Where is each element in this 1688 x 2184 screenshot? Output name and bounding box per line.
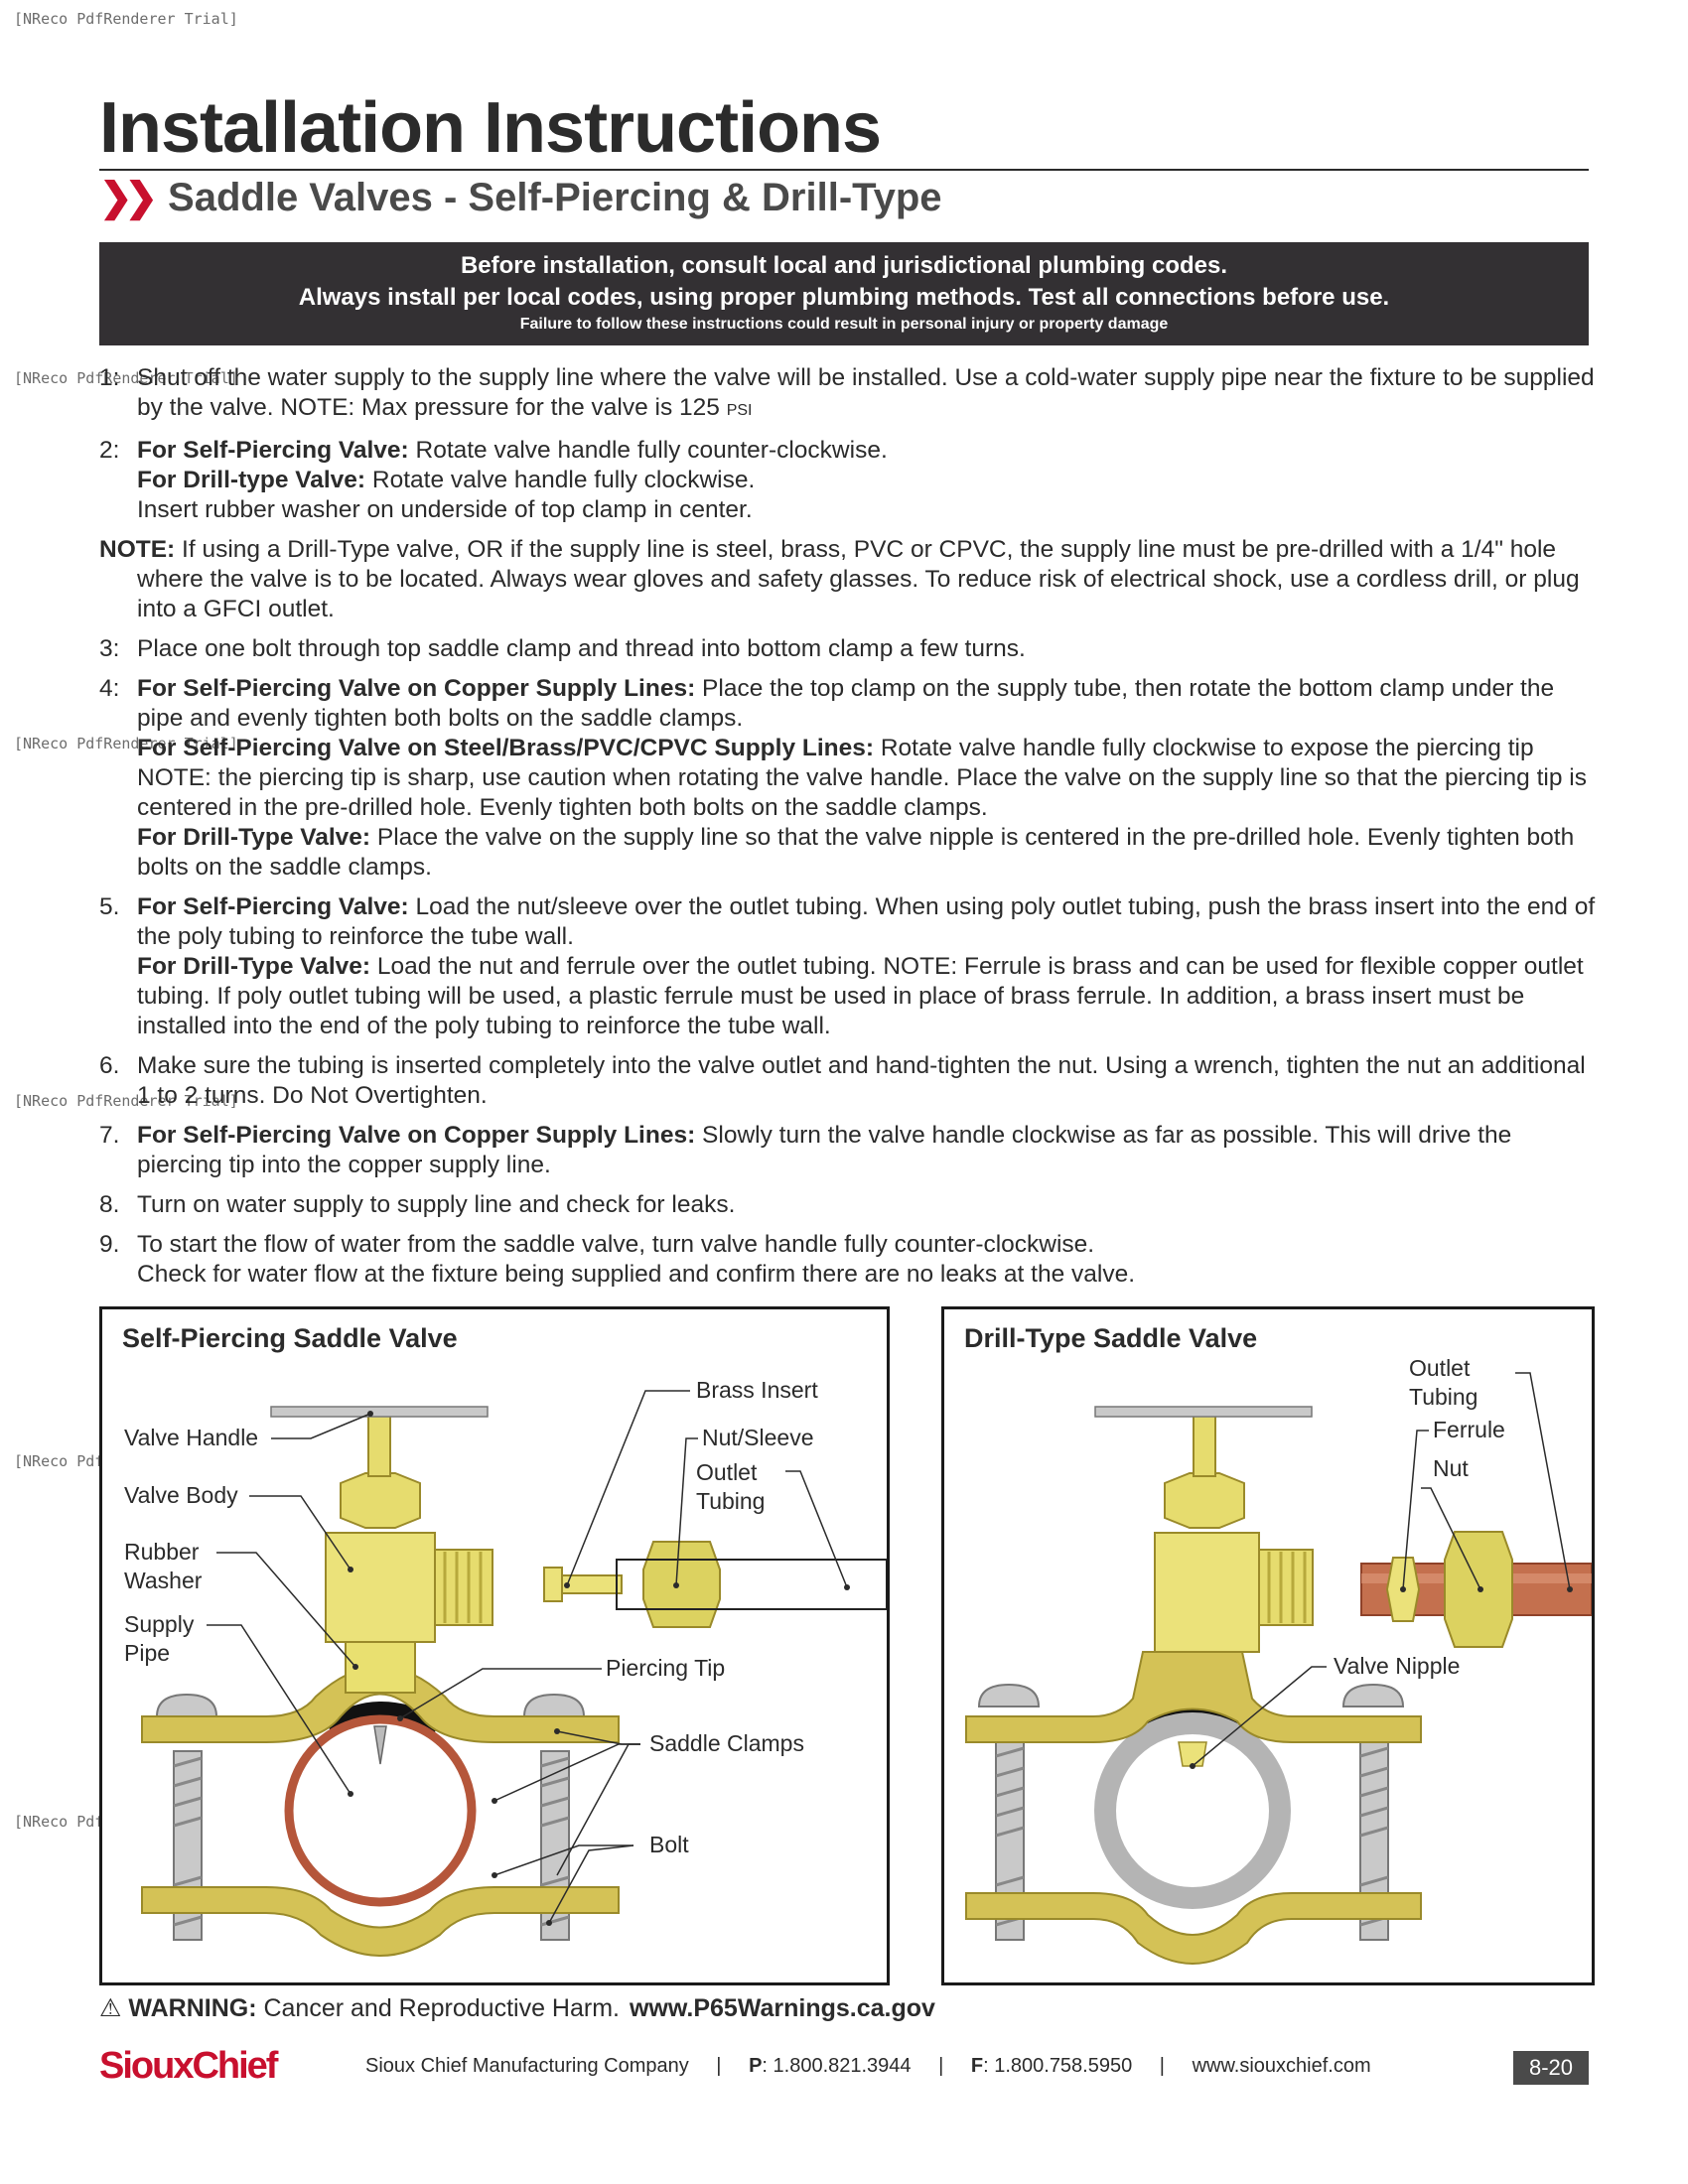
label-nut: Nut bbox=[1433, 1455, 1469, 1481]
footer-website[interactable]: www.siouxchief.com bbox=[1192, 2055, 1371, 2077]
label-outlet-tubing: Outlet Tubing bbox=[696, 1459, 766, 1514]
step-bold-label: For Self-Piercing Valve on Copper Supply… bbox=[137, 1122, 696, 1149]
watermark: [NReco PdfRenderer Trial] bbox=[14, 369, 238, 387]
footer-contact: Sioux Chief Manufacturing Company | P: 1… bbox=[365, 2055, 1371, 2078]
step-text: Place one bolt through top saddle clamp … bbox=[137, 635, 1026, 662]
double-chevron-icon: ❯❯ bbox=[99, 176, 158, 219]
banner-line-3: Failure to follow these instructions cou… bbox=[519, 316, 1169, 333]
label-nut-sleeve: Nut/Sleeve bbox=[702, 1425, 814, 1450]
footer-phone-label: P bbox=[749, 2055, 763, 2077]
footer-separator: | bbox=[1159, 2055, 1165, 2077]
step-number: 9. bbox=[99, 1231, 120, 1258]
step-number: 6. bbox=[99, 1052, 120, 1079]
step-7: 7. For Self-Piercing Valve on Copper Sup… bbox=[99, 1121, 1599, 1180]
step-number: 4: bbox=[99, 675, 120, 702]
self-piercing-valve-illustration bbox=[141, 1390, 887, 1957]
footer-phone: : 1.800.821.3944 bbox=[762, 2055, 912, 2077]
step-bold-label: For Self-Piercing Valve on Copper Supply… bbox=[137, 675, 696, 702]
drill-type-diagram: Drill-Type Saddle Valve Outlet Tubing Fe… bbox=[941, 1306, 1595, 1985]
page-title: Installation Instructions bbox=[99, 88, 882, 168]
step-text: Check for water flow at the fixture bein… bbox=[137, 1261, 1136, 1288]
label-rubber-washer: Rubber Washer bbox=[124, 1539, 203, 1593]
step-text: Shut off the water supply to the supply … bbox=[137, 364, 1595, 421]
step-text: Make sure the tubing is inserted complet… bbox=[137, 1052, 1586, 1109]
step-number: 7. bbox=[99, 1122, 120, 1149]
watermark: [NReco PdfRenderer Trial] bbox=[14, 735, 238, 752]
step-text: Slowly turn the valve handle clockwise a… bbox=[137, 1122, 1512, 1178]
step-bold-label: For Drill-type Valve: bbox=[137, 467, 366, 493]
step-number: 8. bbox=[99, 1191, 120, 1218]
footer-fax-label: F bbox=[970, 2055, 984, 2077]
label-valve-nipple: Valve Nipple bbox=[1334, 1653, 1461, 1679]
label-ferrule: Ferrule bbox=[1433, 1417, 1505, 1442]
step-text: To start the flow of water from the sadd… bbox=[137, 1231, 1095, 1258]
safety-banner: Before installation, consult local and j… bbox=[99, 242, 1589, 345]
step-text: Insert rubber washer on underside of top… bbox=[137, 496, 753, 523]
step-text: Load the nut and ferrule over the outlet… bbox=[137, 953, 1584, 1039]
step-4: 4: For Self-Piercing Valve on Copper Sup… bbox=[99, 674, 1599, 883]
step-text: Rotate valve handle fully clockwise to e… bbox=[137, 735, 1587, 821]
footer-separator: | bbox=[938, 2055, 944, 2077]
footer-separator: | bbox=[716, 2055, 722, 2077]
warning-triangle-icon: ⚠ bbox=[99, 1994, 122, 2022]
page-number: 8-20 bbox=[1513, 2051, 1589, 2085]
step-text: Place the valve on the supply line so th… bbox=[137, 824, 1575, 881]
note: NOTE: If using a Drill-Type valve, OR if… bbox=[99, 535, 1599, 624]
watermark: [NReco PdfRenderer Trial] bbox=[14, 1092, 238, 1110]
self-piercing-diagram: Self-Piercing Saddle Valve Valve Handle … bbox=[99, 1306, 890, 1985]
step-9: 9. To start the flow of water from the s… bbox=[99, 1230, 1599, 1290]
instruction-steps: 1: Shut off the water supply to the supp… bbox=[99, 363, 1599, 1299]
diagram-title: Drill-Type Saddle Valve bbox=[964, 1323, 1258, 1353]
watermark: [NReco PdfRenderer Trial] bbox=[14, 10, 238, 28]
step-text: Load the nut/sleeve over the outlet tubi… bbox=[137, 893, 1596, 950]
step-3: 3: Place one bolt through top saddle cla… bbox=[99, 634, 1599, 664]
step-number: 3: bbox=[99, 635, 120, 662]
step-unit: PSI bbox=[726, 402, 753, 419]
step-bold-label: For Drill-Type Valve: bbox=[137, 953, 371, 980]
step-1: 1: Shut off the water supply to the supp… bbox=[99, 363, 1599, 426]
banner-line-2: Always install per local codes, using pr… bbox=[298, 284, 1390, 311]
step-6: 6. Make sure the tubing is inserted comp… bbox=[99, 1051, 1599, 1111]
step-bold-label: For Self-Piercing Valve: bbox=[137, 893, 409, 920]
footer-company: Sioux Chief Manufacturing Company bbox=[365, 2055, 689, 2077]
warning-label: WARNING: bbox=[128, 1994, 257, 2022]
note-label: NOTE: bbox=[99, 536, 176, 563]
step-bold-label: For Self-Piercing Valve: bbox=[137, 437, 409, 464]
label-brass-insert: Brass Insert bbox=[696, 1377, 818, 1403]
title-divider bbox=[99, 169, 1589, 171]
brand-logo: SiouxChief bbox=[99, 2045, 278, 2087]
label-bolt: Bolt bbox=[649, 1832, 689, 1857]
drill-type-valve-illustration bbox=[965, 1372, 1592, 1965]
label-valve-body: Valve Body bbox=[124, 1482, 238, 1508]
step-bold-label: For Self-Piercing Valve on Steel/Brass/P… bbox=[137, 735, 875, 761]
step-bold-label: For Drill-Type Valve: bbox=[137, 824, 371, 851]
label-supply-pipe: Supply Pipe bbox=[124, 1611, 195, 1666]
label-valve-handle: Valve Handle bbox=[124, 1425, 259, 1450]
page-subtitle: ❯❯Saddle Valves - Self-Piercing & Drill-… bbox=[99, 175, 942, 220]
step-8: 8. Turn on water supply to supply line a… bbox=[99, 1190, 1599, 1220]
prop65-warning: ⚠ WARNING: Cancer and Reproductive Harm.… bbox=[99, 1993, 935, 2023]
footer-fax: : 1.800.758.5950 bbox=[983, 2055, 1133, 2077]
label-saddle-clamps: Saddle Clamps bbox=[649, 1730, 804, 1756]
step-number: 1: bbox=[99, 364, 120, 391]
step-2: 2: For Self-Piercing Valve: Rotate valve… bbox=[99, 436, 1599, 525]
diagram-title: Self-Piercing Saddle Valve bbox=[122, 1323, 458, 1353]
step-text: Rotate valve handle fully counter-clockw… bbox=[408, 437, 888, 464]
label-piercing-tip: Piercing Tip bbox=[606, 1655, 726, 1681]
step-text: Turn on water supply to supply line and … bbox=[137, 1191, 736, 1218]
warning-link[interactable]: www.P65Warnings.ca.gov bbox=[629, 1994, 935, 2022]
step-text: Rotate valve handle fully clockwise. bbox=[365, 467, 756, 493]
subtitle-text: Saddle Valves - Self-Piercing & Drill-Ty… bbox=[168, 176, 942, 219]
warning-text: Cancer and Reproductive Harm. bbox=[256, 1994, 620, 2022]
banner-line-1: Before installation, consult local and j… bbox=[460, 252, 1228, 279]
note-text: If using a Drill-Type valve, OR if the s… bbox=[137, 536, 1580, 622]
step-5: 5. For Self-Piercing Valve: Load the nut… bbox=[99, 892, 1599, 1041]
step-text: Place the top clamp on the supply tube, … bbox=[137, 675, 1555, 732]
step-number: 2: bbox=[99, 437, 120, 464]
step-number: 5. bbox=[99, 893, 120, 920]
label-outlet-tubing: Outlet Tubing bbox=[1409, 1355, 1478, 1410]
